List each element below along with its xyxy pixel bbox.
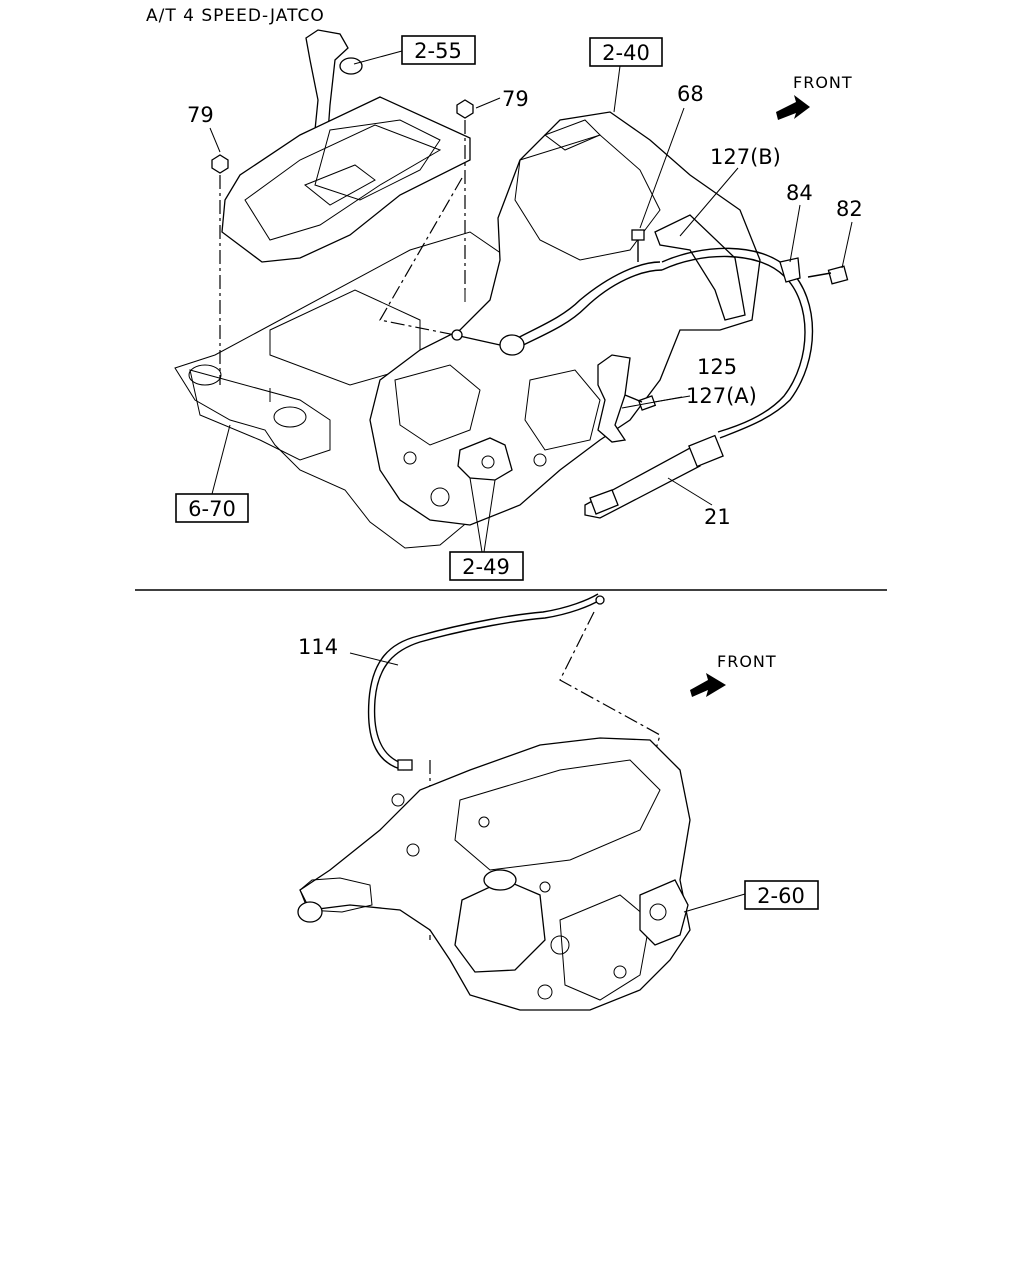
callout-79-left: 79 bbox=[187, 103, 214, 127]
ref-label-2-55: 2-55 bbox=[414, 39, 462, 63]
upper-assembly: FRONT 2-55 2-40 6-70 2-49 79 79 68 127(B… bbox=[174, 29, 863, 581]
floor-plate-pad bbox=[189, 369, 331, 461]
leader-127b bbox=[679, 167, 739, 237]
cable-end-joint bbox=[499, 334, 525, 356]
nut-79-left bbox=[211, 154, 229, 174]
leader-84 bbox=[789, 204, 801, 263]
bolt-82-shank bbox=[807, 272, 832, 278]
cable-pin-head bbox=[451, 329, 463, 341]
case-boss bbox=[550, 935, 570, 955]
ref-box-2-55 bbox=[401, 35, 476, 65]
breather-hose-114 bbox=[373, 599, 601, 766]
leader-2-55 bbox=[353, 50, 403, 65]
leader-82 bbox=[841, 221, 853, 269]
ref-label-2-60: 2-60 bbox=[757, 884, 805, 908]
lever-knob-button bbox=[339, 57, 363, 75]
diagram-title: A/T 4 SPEED-JATCO bbox=[146, 6, 325, 26]
bracket-127b bbox=[654, 214, 746, 321]
callout-79-right: 79 bbox=[502, 87, 529, 111]
shift-cable-upper-outline bbox=[509, 269, 663, 353]
case-boss bbox=[430, 487, 450, 507]
bolt-82-head bbox=[827, 265, 849, 285]
floor-hole bbox=[188, 364, 222, 386]
leader-127a bbox=[621, 396, 683, 409]
shift-cable-upper bbox=[504, 261, 661, 346]
shift-cable-loop bbox=[661, 247, 814, 439]
front-label-lower: FRONT bbox=[717, 652, 777, 671]
leader-2-49 bbox=[483, 479, 496, 553]
floor-plate bbox=[174, 231, 576, 549]
leader-2-60 bbox=[683, 893, 746, 913]
lower-assembly: FRONT 2-60 114 bbox=[297, 593, 819, 1011]
shifter-housing bbox=[221, 96, 471, 263]
case-extension bbox=[454, 759, 661, 871]
front-label-upper: FRONT bbox=[793, 73, 853, 92]
breather-hose-114-outline bbox=[367, 593, 599, 771]
callout-114: 114 bbox=[298, 635, 338, 659]
leader-114 bbox=[349, 652, 399, 666]
shifter-detent bbox=[304, 164, 376, 206]
front-arrow-icon bbox=[690, 673, 726, 697]
shifter-mechanism bbox=[314, 119, 441, 201]
manual-shaft-lever bbox=[457, 437, 513, 481]
cable-adjuster-sleeve bbox=[688, 434, 724, 468]
ref-label-2-40: 2-40 bbox=[602, 41, 650, 65]
transfer-motor-cap bbox=[483, 869, 517, 891]
leader-79-left bbox=[209, 127, 221, 153]
case-boss bbox=[537, 984, 553, 1000]
leader-2-49 bbox=[469, 477, 483, 553]
transmission-bellhousing bbox=[514, 134, 661, 261]
transmission-side-cover bbox=[524, 369, 601, 451]
speed-sensor bbox=[649, 903, 667, 921]
ref-box-6-70 bbox=[175, 493, 249, 523]
case-boss bbox=[533, 453, 547, 467]
ref-box-2-60 bbox=[744, 880, 819, 910]
nut-79-right bbox=[456, 99, 474, 119]
shifter-gate bbox=[244, 124, 442, 241]
front-arrow-icon bbox=[776, 95, 810, 120]
case-boss bbox=[539, 881, 551, 893]
callout-82: 82 bbox=[836, 197, 863, 221]
callout-127b: 127(B) bbox=[710, 145, 781, 169]
transmission-case bbox=[369, 111, 761, 526]
callout-21: 21 bbox=[704, 505, 731, 529]
case-boss bbox=[406, 843, 420, 857]
cable-adjuster-end bbox=[589, 489, 619, 515]
speed-sensor-housing bbox=[639, 879, 689, 946]
leader-79-right bbox=[475, 97, 501, 109]
leader-6-70 bbox=[211, 424, 231, 495]
callout-68: 68 bbox=[677, 82, 704, 106]
valve-body-cover bbox=[559, 894, 651, 1001]
case-boss bbox=[613, 965, 627, 979]
cable-end-pin bbox=[454, 334, 501, 346]
ref-label-2-49: 2-49 bbox=[462, 555, 510, 579]
transmission-top-boss bbox=[543, 119, 601, 151]
hose-clip bbox=[397, 759, 413, 771]
callout-125: 125 bbox=[697, 355, 737, 379]
manual-shaft bbox=[481, 455, 495, 469]
bolt-125-shank bbox=[624, 394, 643, 403]
leader-21 bbox=[667, 477, 713, 506]
case-boss bbox=[403, 451, 417, 465]
transmission-valve-area bbox=[394, 364, 481, 446]
callout-84: 84 bbox=[786, 181, 813, 205]
case-boss bbox=[478, 816, 490, 828]
ref-label-6-70: 6-70 bbox=[188, 497, 236, 521]
bracket-127a bbox=[597, 354, 631, 443]
hose-end bbox=[595, 595, 605, 605]
bolt-68-head bbox=[631, 229, 645, 241]
ref-box-2-40 bbox=[589, 37, 663, 67]
callout-127a: 127(A) bbox=[686, 384, 757, 408]
output-shaft-spline bbox=[297, 901, 323, 923]
leader-2-40 bbox=[613, 65, 621, 113]
leader-68 bbox=[639, 107, 685, 229]
shift-cable-loop-outline bbox=[661, 255, 806, 433]
ref-box-2-49 bbox=[449, 551, 524, 581]
clip-84 bbox=[779, 257, 801, 283]
alignment-line bbox=[379, 177, 471, 339]
floor-hole bbox=[273, 406, 307, 428]
case-boss bbox=[391, 793, 405, 807]
